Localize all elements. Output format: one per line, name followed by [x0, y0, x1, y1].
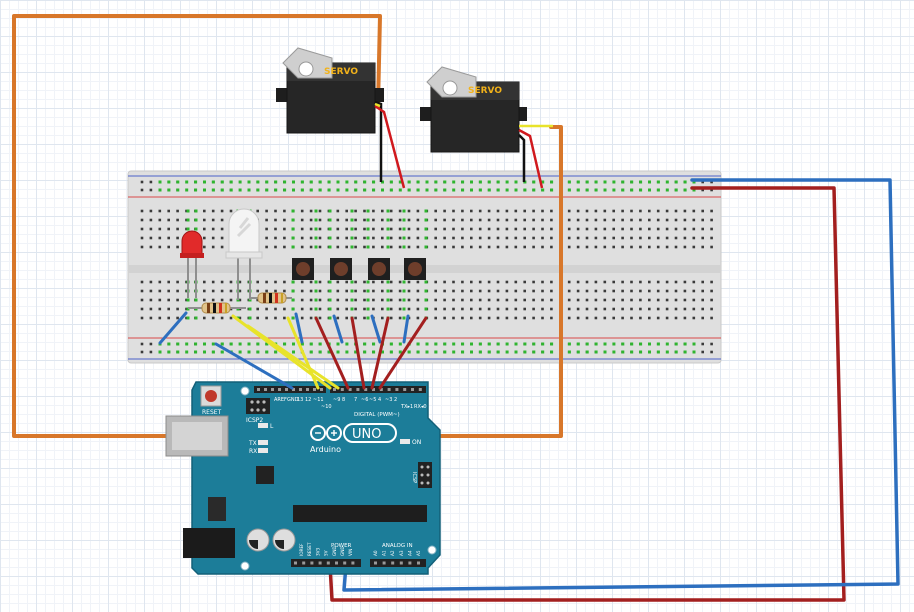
tx-label: TX: [248, 440, 257, 447]
led-tx: [258, 440, 268, 445]
analog-pin-label: A0: [373, 550, 378, 556]
wire-red-button2[interactable]: [350, 316, 366, 390]
icsp-label: ICSP: [411, 472, 417, 483]
led-l: [258, 423, 268, 428]
pin-label-tx1: TX▸1: [400, 404, 413, 410]
wire-red-button4[interactable]: [378, 316, 428, 390]
pushbutton-3[interactable]: [368, 258, 390, 280]
on-label: ON: [412, 439, 421, 446]
servo-label: SERVO: [468, 86, 502, 96]
pin-label-2: 2: [394, 397, 397, 403]
arduino-uno[interactable]: RESET ICSP2 AREF GND 13 12 ~11 ~10 ~9 8 …: [165, 381, 441, 575]
pushbutton-2[interactable]: [330, 258, 352, 280]
servo-shaft: [442, 80, 458, 96]
uno-badge: [343, 423, 397, 443]
red-led[interactable]: [180, 230, 204, 298]
power-pin-label: VIN: [348, 549, 353, 556]
wire-blue-button2-gnd[interactable]: [332, 314, 344, 344]
wire-blue-led-ground[interactable]: [158, 311, 188, 345]
analog-label: ANALOG IN: [382, 543, 413, 549]
power-pin-label: RESET: [307, 542, 312, 556]
wire-yellow-button[interactable]: [286, 316, 320, 390]
power-header: [291, 559, 361, 567]
uno-text: UNO: [352, 427, 381, 442]
servo1-ground-lead: [374, 100, 383, 182]
wire-red-power[interactable]: [328, 186, 846, 602]
servo1-power-lead: [374, 104, 406, 189]
reset-label: RESET: [202, 409, 222, 416]
pin-label-6: ~6: [361, 397, 368, 403]
pin-label-3: ~3: [385, 397, 392, 403]
wire-red-button3[interactable]: [370, 316, 390, 390]
pin-label-rx0: RX◂0: [414, 404, 427, 410]
arduino-infinity-logo: [310, 425, 342, 441]
pin-label-10: ~10: [321, 404, 332, 410]
power-pin-label: GND: [340, 546, 345, 556]
analog-header: [370, 559, 426, 567]
analog-pin-label: A1: [382, 550, 387, 556]
pin-label-9: ~9: [333, 397, 340, 403]
power-pin-label: GND: [332, 546, 337, 556]
resistor-2[interactable]: [250, 292, 292, 304]
digital-label: DIGITAL (PWM~): [354, 412, 400, 418]
pin-label-gnd: GND: [287, 397, 299, 403]
bottom-header-pins: [294, 561, 420, 565]
servo-shaft: [298, 61, 314, 77]
rx-label: RX: [249, 448, 257, 455]
wire-blue-button4-gnd[interactable]: [402, 314, 410, 344]
pin-label-7: 7: [354, 397, 357, 403]
pin-label-12: 12: [305, 397, 311, 403]
power-pin-label: 3V3: [315, 547, 320, 556]
servo-motor-1[interactable]: SERVO: [276, 47, 406, 189]
pushbutton-4[interactable]: [404, 258, 426, 280]
pin-label-aref: AREF: [274, 397, 287, 403]
led-on: [400, 439, 410, 444]
atmega-chip: [293, 505, 427, 522]
servo-label: SERVO: [324, 67, 358, 77]
pin-label-5: ~5: [369, 397, 376, 403]
l-label: L: [270, 423, 274, 430]
wire-blue-ground[interactable]: [342, 178, 900, 592]
power-jack: [183, 528, 235, 558]
power-pin-label: 5V: [324, 550, 329, 556]
wire-blue-rail-gnd[interactable]: [214, 342, 294, 390]
icsp2-label: ICSP2: [246, 417, 263, 424]
arduino-logo-text: Arduino: [310, 445, 341, 454]
white-led[interactable]: [225, 208, 263, 300]
led-rx: [258, 448, 268, 453]
digital-header-left: [254, 386, 326, 393]
analog-pin-label: A3: [399, 550, 404, 556]
signal-wires: [158, 311, 428, 390]
wire-blue-button3-gnd[interactable]: [370, 314, 382, 344]
pin-label-4: 4: [378, 397, 381, 403]
icsp-header: [418, 462, 432, 488]
analog-pin-label: A2: [390, 550, 395, 556]
resistor-1[interactable]: [188, 302, 246, 314]
pushbutton-1[interactable]: [292, 258, 314, 280]
usb-chip: [256, 466, 274, 484]
pin-label-13: 13: [297, 397, 303, 403]
wire-red-button1[interactable]: [314, 316, 350, 390]
digital-header-right: [330, 386, 426, 393]
analog-pin-label: A5: [416, 550, 421, 556]
wire-yellow-led-white[interactable]: [246, 324, 340, 390]
power-label: POWER: [331, 543, 352, 549]
pin-label-11: ~11: [313, 397, 324, 403]
power-pin-label: IOREF: [299, 543, 304, 556]
wire-blue-button1-gnd[interactable]: [294, 312, 304, 344]
digital-header-pins: [257, 388, 422, 391]
analog-pin-label: A4: [407, 550, 412, 556]
servo1-signal-lead: [374, 102, 381, 108]
icsp2-header: [246, 398, 270, 414]
servo2-power-lead: [518, 128, 544, 189]
servo-motor-2[interactable]: SERVO: [420, 66, 553, 189]
voltage-regulator: [208, 497, 226, 521]
servo2-ground-lead: [518, 134, 526, 182]
breadboard-holes: [140, 180, 713, 354]
pin-label-8: 8: [342, 397, 345, 403]
